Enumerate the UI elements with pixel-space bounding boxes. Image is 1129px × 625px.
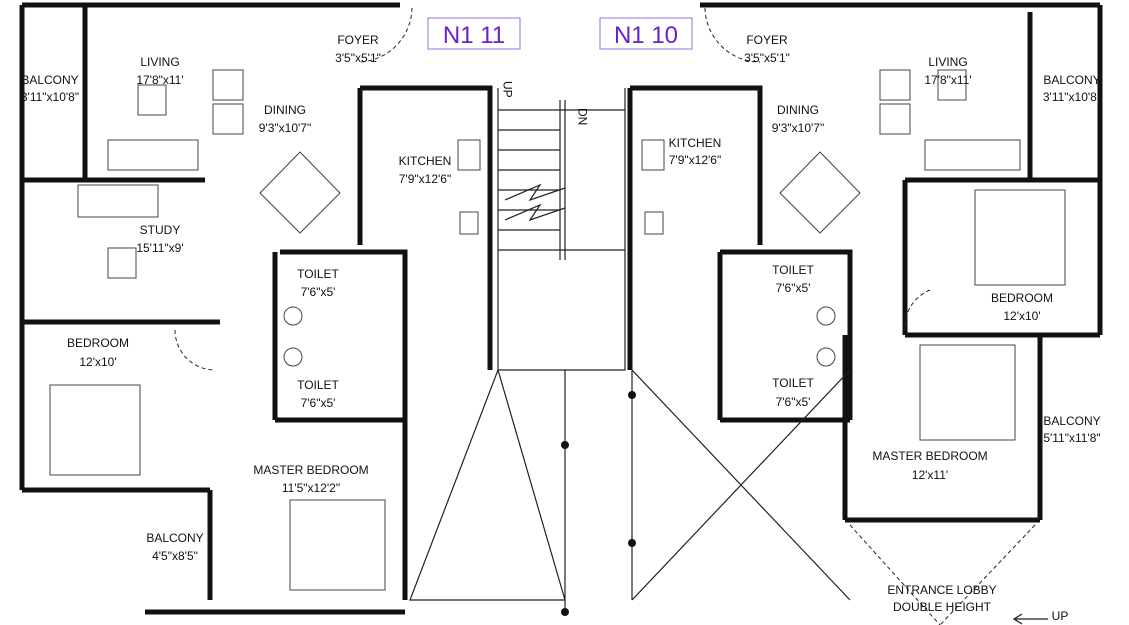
room-name: BALCONY: [146, 531, 203, 545]
room-size: 12'x11': [912, 468, 948, 482]
room-name: BEDROOM: [67, 336, 129, 350]
room-size: 9'3"x10'7": [259, 121, 311, 135]
room-name: DINING: [264, 103, 306, 117]
room-labels-left: FOYER 3'5"x5'1" LIVING 17'8"x11' BALCONY 3'…: [21, 33, 451, 563]
stair-dn-label: DN: [575, 108, 589, 125]
furniture: [49, 69, 1066, 591]
room-name: MASTER BEDROOM: [253, 463, 368, 477]
room-name: TOILET: [297, 378, 339, 392]
room-size: 7'6"x5': [776, 281, 811, 295]
room-labels-right: FOYER 3'5"x5'1" LIVING 17'8"x11' BALCONY 3'…: [669, 33, 1101, 482]
unit-labels: N1 11 N1 10: [427, 17, 693, 50]
room-size: 7'9"x12'6": [669, 153, 721, 167]
room-name: KITCHEN: [669, 136, 722, 150]
room-name: TOILET: [772, 263, 814, 277]
room-name: FOYER: [746, 33, 788, 47]
room-name: DINING: [777, 103, 819, 117]
room-name: TOILET: [297, 267, 339, 281]
common-labels: ENTRANCE LOBBY DOUBLE HEIGHT UP UP DN: [501, 81, 1069, 625]
room-size: 3'5"x5'1": [744, 51, 790, 65]
room-name: FOYER: [337, 33, 379, 47]
room-size: 11'5"x12'2": [282, 481, 340, 495]
room-size: 7'6"x5': [301, 285, 336, 299]
lobby-label: ENTRANCE LOBBY: [887, 583, 996, 597]
room-size: 17'8"x11': [924, 73, 971, 87]
room-size: 12'x10': [79, 355, 116, 369]
walls: [19, 2, 1103, 615]
room-size: 12'x10': [1003, 309, 1040, 323]
room-size: 15'11"x9': [136, 241, 183, 255]
room-size: 3'11"x10'8": [21, 90, 79, 104]
room-size: 7'6"x5': [776, 395, 811, 409]
unit-label-left: N1 11: [443, 22, 505, 49]
stairs: [409, 88, 1036, 625]
room-name: BALCONY: [21, 73, 78, 87]
room-name: BALCONY: [1043, 73, 1100, 87]
room-size: 3'11"x10'8": [1043, 90, 1101, 104]
room-name: BALCONY: [1043, 414, 1100, 428]
unit-label-right: N1 10: [614, 22, 678, 49]
room-size: 5'11"x11'8": [1043, 431, 1100, 445]
room-name: BEDROOM: [991, 291, 1053, 305]
room-name: TOILET: [772, 376, 814, 390]
room-name: MASTER BEDROOM: [872, 449, 987, 463]
room-size: 7'9"x12'6": [399, 172, 451, 186]
room-size: 3'5"x5'1": [335, 51, 381, 65]
stair-up-label: UP: [501, 81, 515, 98]
room-size: 17'8"x11': [136, 73, 183, 87]
room-name: LIVING: [140, 55, 179, 69]
room-name: LIVING: [928, 55, 967, 69]
lobby-up-label: UP: [1052, 609, 1069, 623]
room-name: KITCHEN: [399, 154, 452, 168]
lobby-label-2: DOUBLE HEIGHT: [893, 600, 992, 614]
room-size: 9'3"x10'7": [772, 121, 824, 135]
room-size: 7'6"x5': [301, 396, 336, 410]
doors: [174, 7, 931, 371]
room-size: 4'5"x8'5": [152, 549, 198, 563]
room-name: STUDY: [140, 223, 181, 237]
